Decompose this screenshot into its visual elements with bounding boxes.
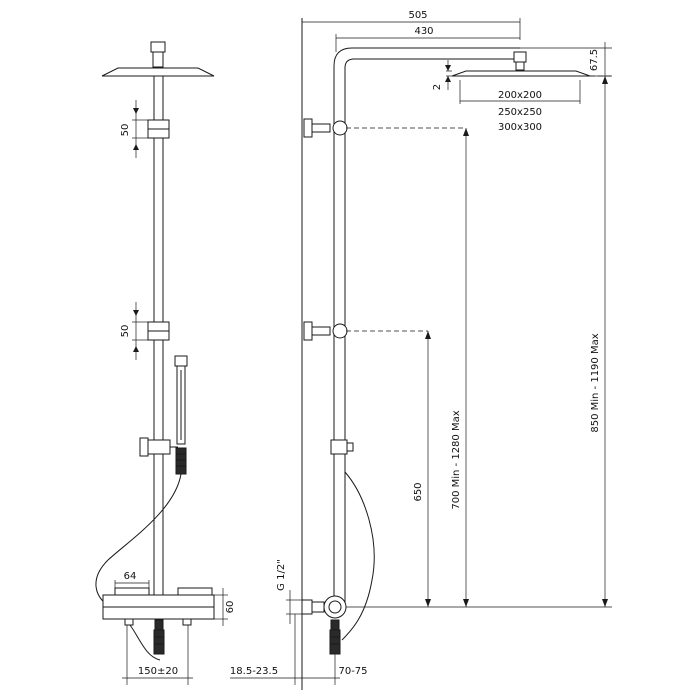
height-bar-dim: 700 Min - 1280 Max <box>451 128 469 607</box>
side-view: 505 430 67.5 <box>230 10 612 690</box>
front-mixer-height-dim: 60 <box>214 588 236 626</box>
side-hose <box>341 471 375 641</box>
inlet-thread-dim: G 1/2" <box>276 559 302 624</box>
front-mixer-centers-dim: 150±20 <box>122 625 193 685</box>
front-view: 50 50 <box>95 41 236 685</box>
front-hose <box>95 473 182 661</box>
arm-length-label: 430 <box>414 26 433 37</box>
side-head-connector <box>513 51 527 71</box>
head-thickness-label: 2 <box>432 84 443 90</box>
head-size-3: 300x300 <box>498 122 542 133</box>
bracket-spacing-top-label: 50 <box>120 124 131 137</box>
hand-shower-hose-nut <box>175 447 187 475</box>
front-bracket-spacing-mid: 50 <box>120 302 148 360</box>
height-650-label: 650 <box>413 482 424 501</box>
head-connector <box>150 41 166 53</box>
side-bracket-top <box>303 118 348 138</box>
head-size-2: 250x250 <box>498 107 542 118</box>
mixer-outlet <box>154 619 164 631</box>
wall-offset-label: 18.5-23.5 <box>230 666 278 677</box>
mixer-centers-label: 150±20 <box>138 666 178 677</box>
side-mixer <box>301 595 347 655</box>
head-drop-label: 67.5 <box>589 49 600 71</box>
height-bar-label: 700 Min - 1280 Max <box>451 410 462 509</box>
front-slider-holder <box>139 437 178 457</box>
front-shower-head <box>101 41 215 77</box>
front-mixer-top-dim: 64 <box>114 571 150 588</box>
wall-offset-dim: 18.5-23.5 <box>230 614 302 685</box>
front-mixer <box>102 587 215 655</box>
head-sizes-dim: 200x200 250x250 300x300 <box>459 80 581 133</box>
overall-width-dim: 505 <box>302 10 521 40</box>
bracket-spacing-mid-label: 50 <box>120 325 131 338</box>
arm-length-dim: 430 <box>335 26 520 52</box>
height-total-dim: 850 Min - 1190 Max <box>590 76 608 607</box>
side-riser-and-arm <box>333 47 520 605</box>
head-thickness-dim: 2 <box>432 60 452 90</box>
side-hose-nut <box>329 629 341 655</box>
head-plate <box>101 67 215 77</box>
inlet-offset-dim: 70-75 <box>302 654 368 685</box>
front-bracket-spacing-top: 50 <box>120 100 148 158</box>
inlet-thread-label: G 1/2" <box>276 559 287 591</box>
overall-width-label: 505 <box>408 10 427 21</box>
side-shower-head <box>451 70 591 77</box>
inlet-offset-label: 70-75 <box>338 666 367 677</box>
mixer-right-knob <box>177 587 213 596</box>
mixer-height-label: 60 <box>225 601 236 614</box>
height-650-dim: 650 <box>413 331 431 607</box>
head-neck <box>152 51 164 68</box>
inlet-escutcheon <box>301 599 313 615</box>
mixer-hose-nut <box>153 629 165 655</box>
mixer-top-label: 64 <box>124 571 137 582</box>
front-hand-shower <box>174 355 188 475</box>
height-total-label: 850 Min - 1190 Max <box>590 333 601 432</box>
hand-shower-head <box>174 355 188 367</box>
hand-shower-handle <box>176 365 186 445</box>
head-size-1: 200x200 <box>498 90 542 101</box>
side-bracket-middle <box>303 321 348 341</box>
side-slider-holder <box>330 439 354 455</box>
mixer-left-knob <box>114 587 150 596</box>
